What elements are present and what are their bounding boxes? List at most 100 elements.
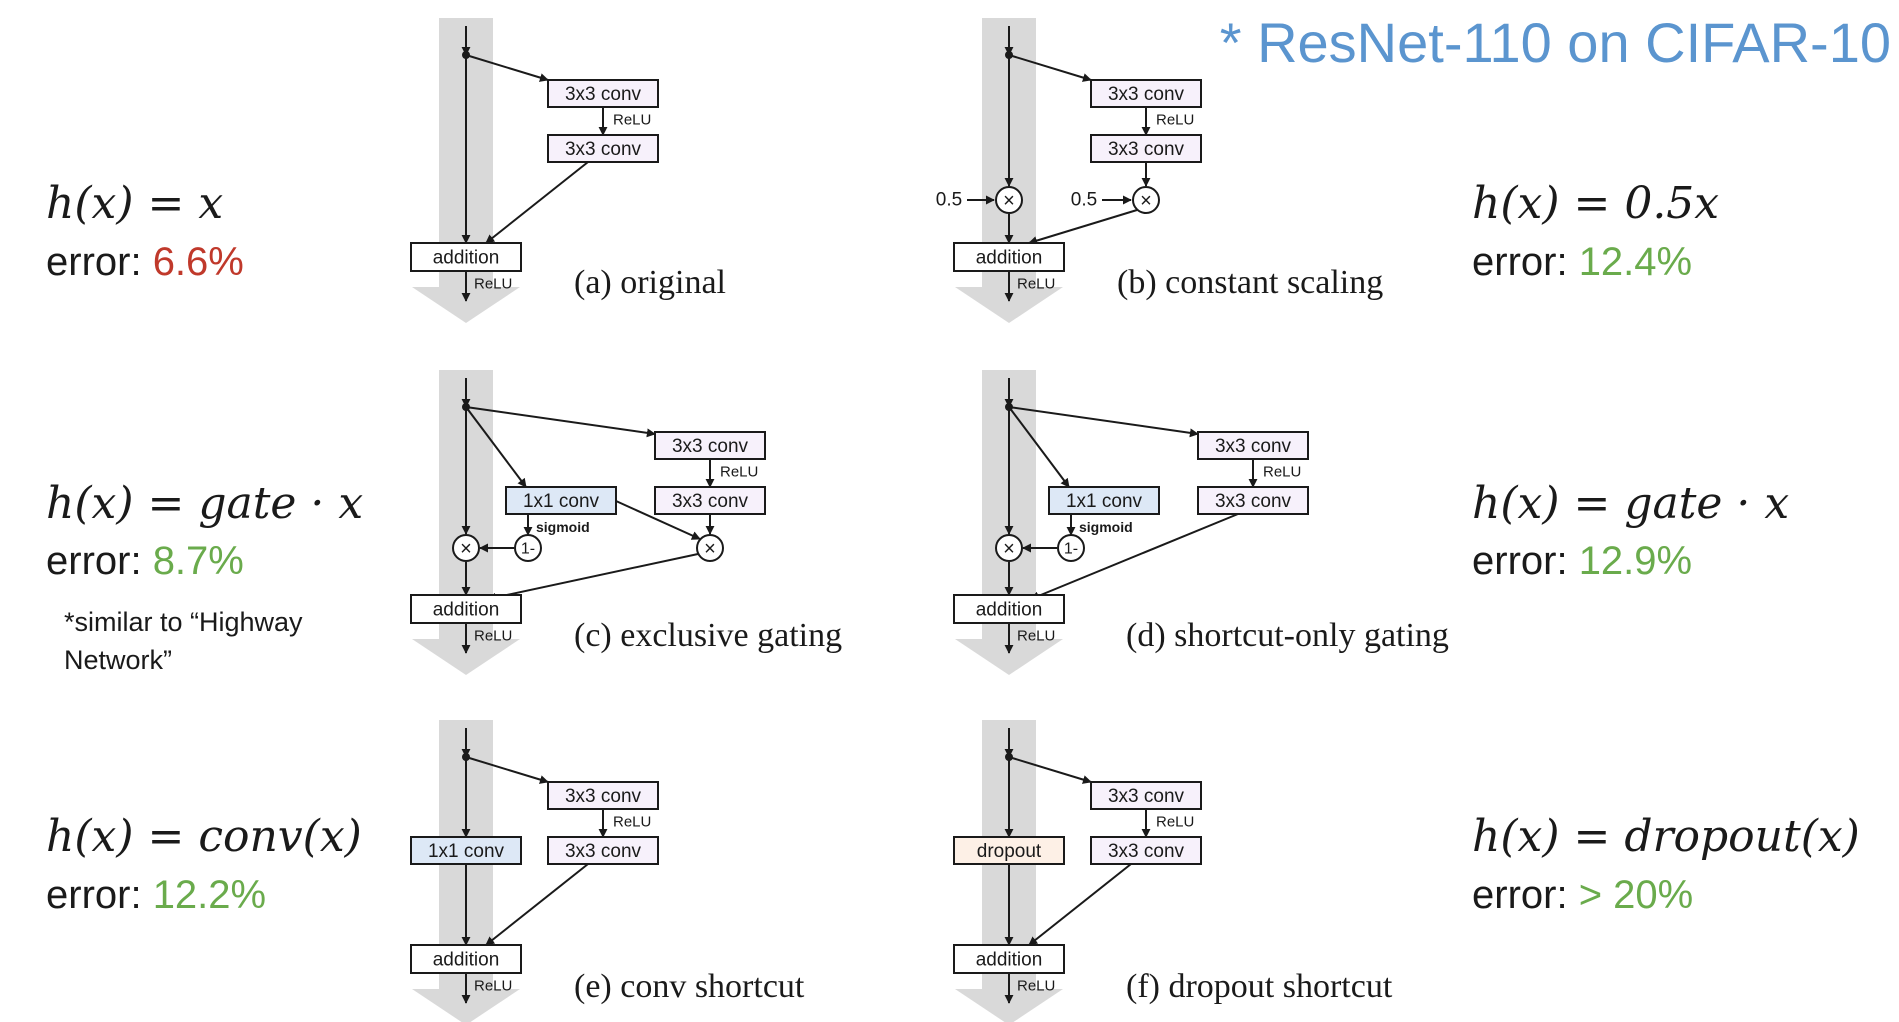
- trunk-arrowhead: [955, 287, 1063, 323]
- relu-label: ReLU: [1017, 978, 1055, 995]
- gate-arrow: [1008, 406, 1070, 488]
- branch-arrow: [465, 406, 656, 438]
- conv3x3-box-label: 3x3 conv: [1108, 841, 1185, 862]
- one-minus-node-label: 1-: [1064, 541, 1078, 558]
- relu-label: ReLU: [1156, 112, 1194, 129]
- multiply-node-label: ×: [1003, 190, 1015, 212]
- addition-box-label: addition: [433, 248, 500, 269]
- conv3x3-box: [654, 431, 766, 460]
- addition-box: [410, 242, 522, 272]
- residual-arrow: [485, 863, 589, 946]
- error-c: error: 8.7%: [46, 541, 244, 581]
- residual-arrow: [487, 553, 699, 602]
- error-e: error: 12.2%: [46, 875, 266, 915]
- error-label: error:: [46, 873, 153, 917]
- conv3x3-box-label: 3x3 conv: [1108, 139, 1185, 160]
- error-label: error:: [46, 240, 153, 284]
- addition-box-label: addition: [433, 600, 500, 621]
- relu-label: ReLU: [1017, 628, 1055, 645]
- branch-arrow: [465, 756, 549, 784]
- conv3x3-box: [547, 836, 659, 865]
- formula-d: h(x) = gate · x: [1472, 478, 1790, 529]
- error-label: error:: [1472, 240, 1579, 284]
- conv3x3-box: [547, 79, 659, 108]
- error-label: error:: [1472, 539, 1579, 583]
- conv3x3-box-label: 3x3 conv: [565, 841, 642, 862]
- relu-label: ReLU: [474, 276, 512, 293]
- trunk-arrowhead: [412, 287, 520, 323]
- multiply-node-label: ×: [1140, 190, 1152, 212]
- addition-box: [410, 594, 522, 624]
- formula-b: h(x) = 0.5x: [1472, 178, 1720, 229]
- conv1x1-box-label: 1x1 conv: [1066, 491, 1143, 512]
- multiply-node: [1132, 186, 1160, 214]
- relu-label: ReLU: [474, 628, 512, 645]
- caption-e: (e) conv shortcut: [574, 968, 805, 1005]
- gate-arrow: [465, 406, 527, 488]
- caption-f: (f) dropout shortcut: [1126, 968, 1393, 1005]
- conv3x3-box-label: 3x3 conv: [672, 436, 749, 457]
- conv3x3-box: [1197, 486, 1309, 515]
- relu-label: ReLU: [613, 814, 651, 831]
- conv3x3-box: [1090, 134, 1202, 163]
- conv3x3-box: [547, 134, 659, 163]
- addition-box-label: addition: [976, 950, 1043, 971]
- trunk-arrowhead: [955, 639, 1063, 675]
- dropout-box-label: dropout: [977, 841, 1042, 862]
- caption-b: (b) constant scaling: [1117, 264, 1384, 301]
- error-value: 12.4%: [1578, 240, 1693, 284]
- conv3x3-box-label: 3x3 conv: [1215, 436, 1292, 457]
- relu-label: ReLU: [1156, 814, 1194, 831]
- relu-label: ReLU: [720, 464, 758, 481]
- branch-arrow: [465, 54, 549, 82]
- conv1x1-box-label: 1x1 conv: [523, 491, 600, 512]
- trunk-arrowhead: [955, 989, 1063, 1022]
- relu-label: ReLU: [1263, 464, 1301, 481]
- addition-box: [410, 944, 522, 974]
- branch-arrow: [1008, 406, 1199, 438]
- conv3x3-box-label: 3x3 conv: [1108, 84, 1185, 105]
- multiply-node-label: ×: [1003, 538, 1015, 560]
- sigmoid-label: sigmoid: [1079, 519, 1133, 535]
- multiply-node: [995, 186, 1023, 214]
- formula-c: h(x) = gate · x: [46, 478, 364, 529]
- multiply-node: [452, 534, 480, 562]
- highway-note: *similar to “Highway Network”: [64, 607, 303, 675]
- conv3x3-box-label: 3x3 conv: [565, 139, 642, 160]
- multiply-node-label: ×: [704, 538, 716, 560]
- conv3x3-box: [1090, 79, 1202, 108]
- one-minus-node-label: 1-: [521, 541, 535, 558]
- gate-arrow: [615, 500, 701, 540]
- trunk-arrowhead: [412, 989, 520, 1022]
- error-a: error: 6.6%: [46, 242, 244, 282]
- formula-a: h(x) = x: [46, 178, 224, 229]
- conv1x1-box: [1048, 486, 1160, 515]
- caption-d: (d) shortcut-only gating: [1126, 617, 1449, 654]
- caption-a: (a) original: [574, 264, 726, 301]
- one-minus-node: [1057, 534, 1085, 562]
- branch-arrow: [1008, 54, 1092, 82]
- addition-box: [953, 944, 1065, 974]
- addition-box-label: addition: [976, 248, 1043, 269]
- residual-arrow: [1028, 209, 1138, 245]
- error-value: > 20%: [1578, 873, 1694, 917]
- residual-arrow: [1028, 863, 1132, 946]
- error-value: 8.7%: [152, 539, 244, 583]
- caption-c: (c) exclusive gating: [574, 617, 843, 654]
- conv1x1-box-label: 1x1 conv: [428, 841, 505, 862]
- error-label: error:: [1472, 873, 1579, 917]
- error-f: error: > 20%: [1472, 875, 1693, 915]
- one-minus-node: [514, 534, 542, 562]
- relu-label: ReLU: [474, 978, 512, 995]
- relu-label: ReLU: [1017, 276, 1055, 293]
- conv1x1-box: [505, 486, 617, 515]
- error-label: error:: [46, 539, 153, 583]
- conv3x3-box: [547, 781, 659, 810]
- residual-arrow: [1030, 513, 1239, 601]
- scale-label: 0.5: [936, 190, 962, 211]
- addition-box-label: addition: [433, 950, 500, 971]
- error-value: 12.2%: [152, 873, 267, 917]
- figure-title: * ResNet-110 on CIFAR-10: [1219, 11, 1891, 74]
